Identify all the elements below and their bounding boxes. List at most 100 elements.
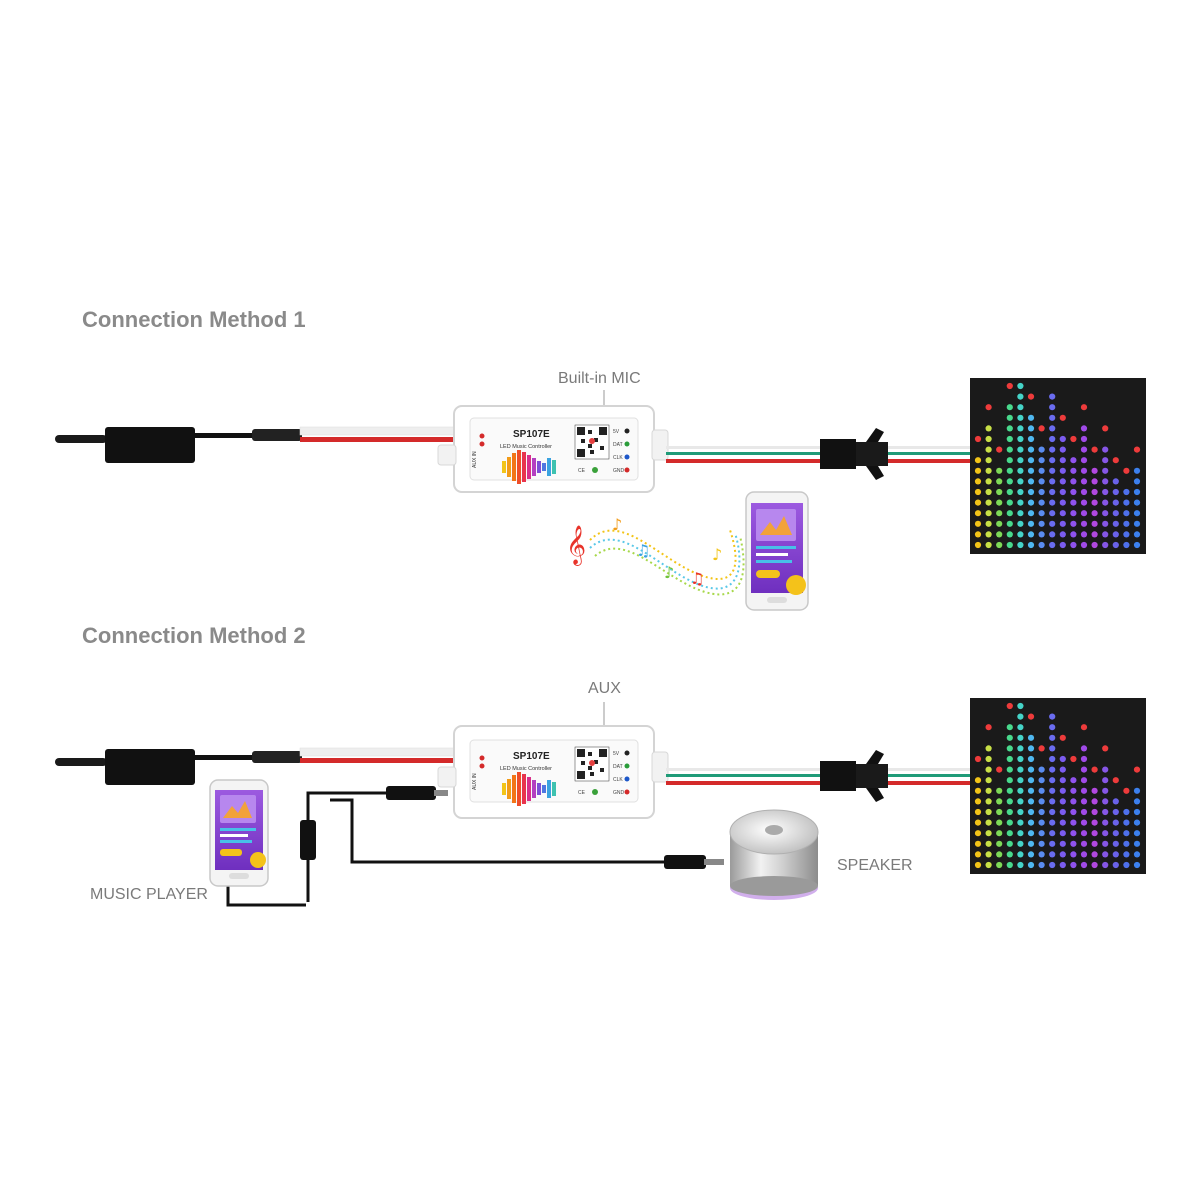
- led-dot: [1059, 446, 1066, 453]
- led-dot: [1070, 541, 1077, 549]
- led-dot: [985, 808, 992, 816]
- led-dots: [974, 702, 1141, 869]
- led-dot: [1027, 808, 1035, 816]
- led-dot: [1049, 488, 1056, 496]
- led-dot: [1006, 467, 1013, 474]
- led-dot: [1080, 457, 1088, 464]
- pin-label: GND: [613, 468, 625, 474]
- led-dot: [1091, 541, 1098, 549]
- led-dot: [974, 435, 982, 443]
- pin-dot: [624, 763, 630, 769]
- led-dot: [1059, 457, 1066, 464]
- led-dot: [1070, 488, 1077, 496]
- led-matrix-icon: [970, 378, 1146, 554]
- led-dot: [1091, 851, 1098, 858]
- led-dot: [1059, 766, 1066, 773]
- method1-callout: Built-in MIC: [558, 370, 641, 387]
- led-dot: [1112, 520, 1119, 527]
- led-dot: [974, 808, 982, 816]
- led-dot: [1102, 798, 1109, 805]
- led-dot: [1017, 798, 1024, 805]
- led-dot: [1038, 531, 1045, 538]
- led-dot: [1059, 777, 1066, 784]
- smartphone-icon: [209, 779, 269, 887]
- aux-plug: [386, 786, 436, 800]
- led-dot: [1027, 520, 1035, 527]
- led-dot: [1133, 488, 1141, 496]
- led-dot: [996, 499, 1003, 506]
- led-dot: [1112, 840, 1119, 847]
- led-dot: [1017, 808, 1024, 816]
- led-dot: [1017, 467, 1024, 474]
- led-dot: [1049, 541, 1056, 549]
- led-dot: [1038, 425, 1045, 432]
- led-dot: [1049, 766, 1056, 773]
- led-dot: [1006, 541, 1013, 549]
- led-dot: [1102, 787, 1109, 794]
- led-dot: [1080, 798, 1088, 805]
- led-dot: [1091, 830, 1098, 837]
- input-wire-1: [299, 426, 463, 442]
- led-dot: [1038, 745, 1045, 752]
- led-dot: [974, 478, 982, 485]
- aux-label: AUX IN: [472, 773, 478, 790]
- led-dot: [1080, 467, 1088, 474]
- led-dot: [1006, 861, 1013, 869]
- led-dot: [1049, 808, 1056, 816]
- led-dot: [985, 840, 992, 847]
- led-dot: [1091, 808, 1098, 816]
- led-dot: [1017, 787, 1024, 794]
- led-dot: [985, 819, 992, 826]
- pin-label: 5V: [613, 751, 620, 757]
- led-dot: [1059, 798, 1066, 805]
- led-dot: [1059, 819, 1066, 826]
- led-dot: [1049, 425, 1056, 432]
- led-dot: [1080, 840, 1088, 847]
- led-dot: [1123, 510, 1130, 517]
- led-dot: [996, 541, 1003, 549]
- led-dot: [1049, 499, 1056, 506]
- led-dot: [985, 755, 992, 763]
- led-dot: [1027, 787, 1035, 794]
- aux-label: AUX IN: [472, 451, 478, 468]
- led-dot: [996, 488, 1003, 496]
- method2-title: Connection Method 2: [82, 623, 306, 648]
- led-dot: [1091, 488, 1098, 496]
- aux-plug-tip: [434, 790, 448, 796]
- led-dot: [1006, 787, 1013, 794]
- status-led: [479, 763, 485, 769]
- music-note-icon: 𝄞: [566, 525, 586, 566]
- led-dot: [996, 851, 1003, 858]
- led-dot: [1080, 446, 1088, 453]
- ce-mark: CE: [578, 468, 586, 474]
- led-dot: [1133, 840, 1141, 847]
- led-dot: [1006, 777, 1013, 784]
- led-dot: [1027, 531, 1035, 538]
- led-dot: [1006, 510, 1013, 517]
- led-dot: [1049, 404, 1056, 411]
- led-dot: [1049, 510, 1056, 517]
- led-dot: [1112, 830, 1119, 837]
- led-dot: [1112, 531, 1119, 538]
- led-dot: [985, 724, 992, 731]
- led-dot: [1112, 819, 1119, 826]
- pin-dot: [624, 789, 630, 795]
- led-dot: [974, 510, 982, 517]
- led-dot: [1102, 478, 1109, 485]
- led-dot: [1027, 777, 1035, 784]
- led-dot: [1080, 520, 1088, 527]
- speaker: [729, 809, 819, 900]
- led-dot: [1070, 808, 1077, 816]
- led-dot: [1027, 861, 1035, 869]
- led-dot: [1059, 531, 1066, 538]
- led-dot: [1070, 457, 1077, 464]
- smartphone-icon: [745, 491, 809, 611]
- led-dot: [1006, 435, 1013, 443]
- led-dot: [1027, 766, 1035, 773]
- led-dot: [1102, 808, 1109, 816]
- led-dot: [1070, 830, 1077, 837]
- pin-dot: [624, 776, 630, 782]
- led-dot: [974, 520, 982, 527]
- led-dot: [1070, 510, 1077, 517]
- led-dot: [1027, 393, 1035, 400]
